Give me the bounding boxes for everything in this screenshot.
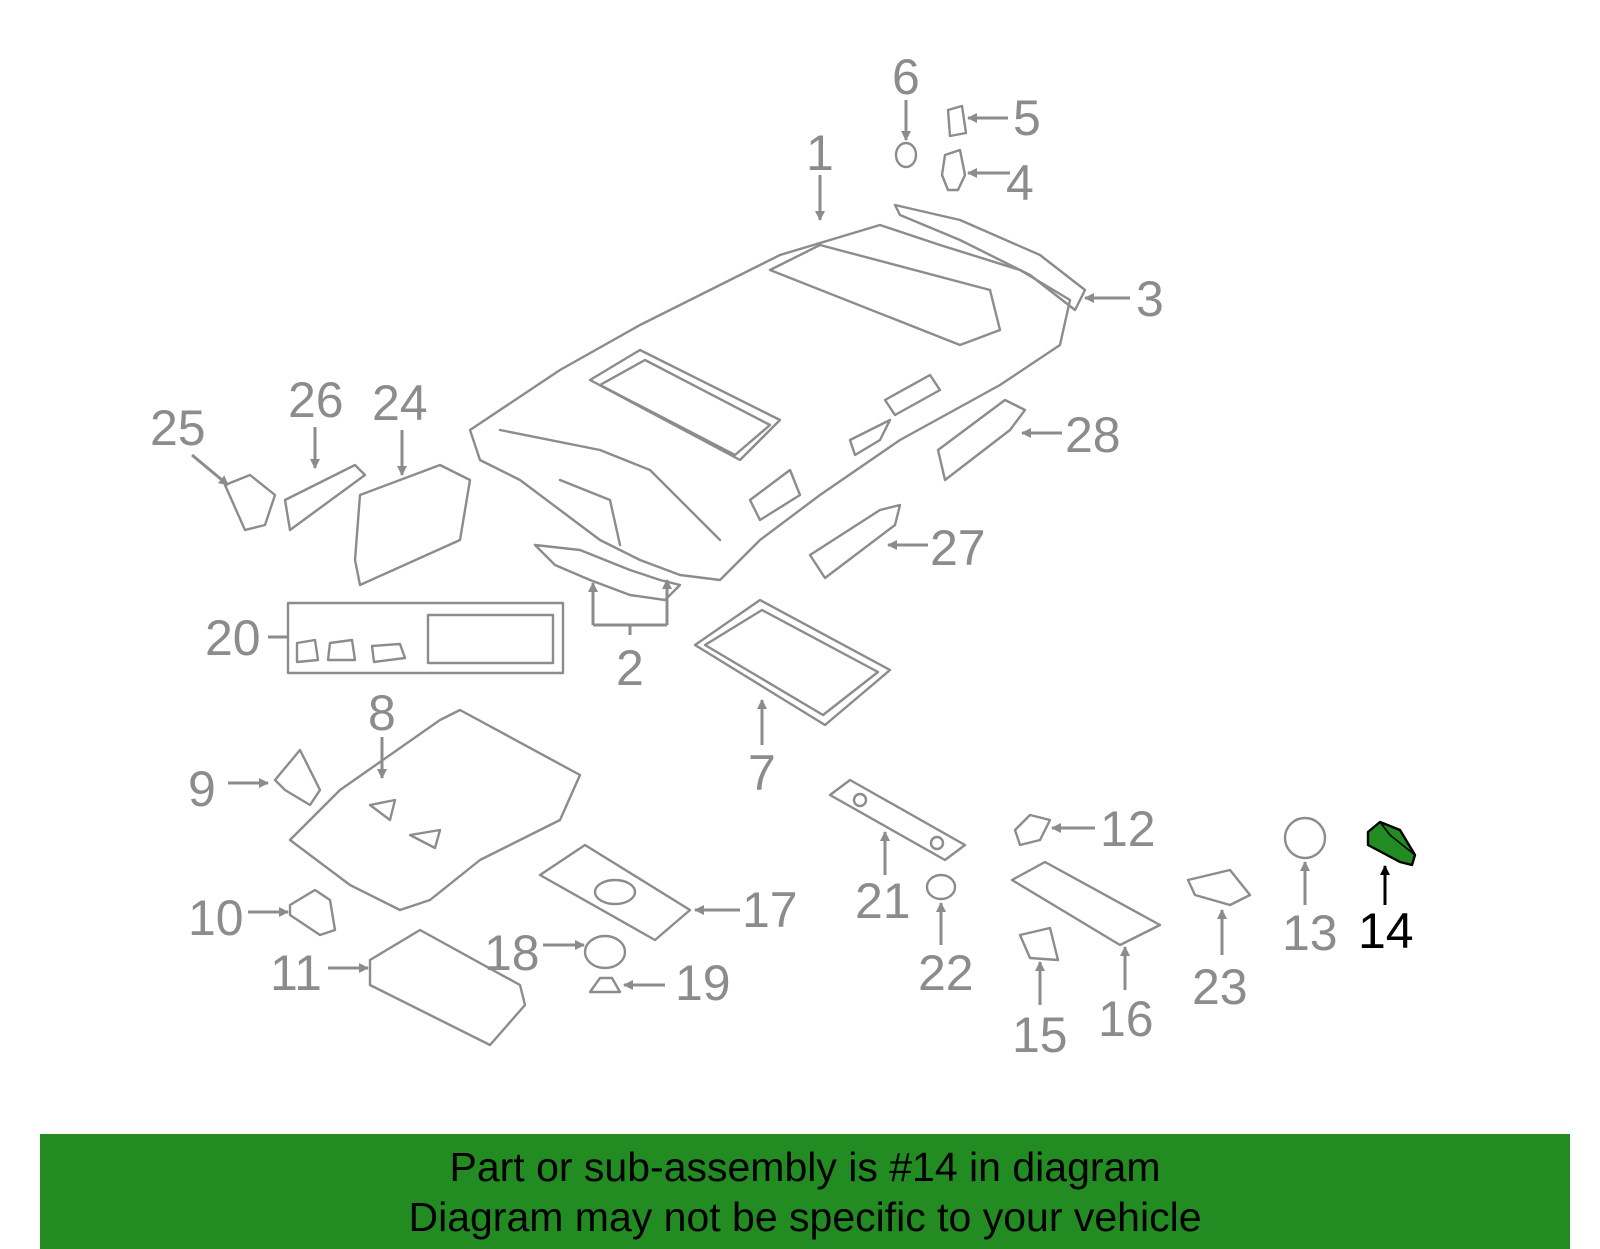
callout-14[interactable]: 14 bbox=[1358, 903, 1414, 959]
callout-20: 20 bbox=[205, 610, 261, 666]
callout-26: 26 bbox=[288, 372, 344, 428]
bulb-part bbox=[273, 748, 322, 807]
banner-part-line: Part or sub-assembly is #14 in diagram bbox=[449, 1143, 1161, 1190]
callout-9: 9 bbox=[188, 761, 216, 817]
callout-3: 3 bbox=[1136, 271, 1164, 327]
info-banner: Part or sub-assembly is #14 in diagram D… bbox=[40, 1134, 1570, 1249]
highlighted-part-14[interactable] bbox=[1366, 820, 1417, 867]
callout-7: 7 bbox=[748, 745, 776, 801]
callout-15: 15 bbox=[1012, 1007, 1068, 1063]
callout-labels: 1 2 3 4 5 6 7 8 9 10 11 12 13 14 15 16 1… bbox=[150, 49, 1414, 1063]
grab-handle-part-28 bbox=[936, 398, 1027, 482]
overhead-console-part bbox=[288, 708, 582, 912]
clip-part-5 bbox=[946, 104, 968, 138]
bracket-part-15 bbox=[1018, 926, 1060, 962]
callout-8: 8 bbox=[368, 685, 396, 741]
callout-18: 18 bbox=[484, 925, 540, 981]
callout-24: 24 bbox=[372, 375, 428, 431]
clip-part-12 bbox=[1013, 813, 1052, 847]
callout-23: 23 bbox=[1192, 959, 1248, 1015]
callout-6: 6 bbox=[892, 49, 920, 105]
insulator-pad-part bbox=[538, 843, 692, 942]
grab-handle-part-27 bbox=[808, 503, 902, 580]
component-kit-part bbox=[286, 601, 565, 675]
bracket-part bbox=[533, 543, 682, 602]
sun-visor-part bbox=[353, 463, 472, 587]
callout-2: 2 bbox=[616, 640, 644, 696]
callout-5: 5 bbox=[1013, 90, 1041, 146]
storage-box-part bbox=[368, 928, 527, 1047]
banner-disclaimer-line: Diagram may not be specific to your vehi… bbox=[408, 1193, 1202, 1240]
callout-21: 21 bbox=[855, 873, 911, 929]
callout-10: 10 bbox=[188, 890, 244, 946]
sound-pad-part bbox=[828, 778, 967, 862]
callout-12: 12 bbox=[1100, 801, 1156, 857]
callout-1: 1 bbox=[806, 125, 834, 181]
callout-28: 28 bbox=[1065, 407, 1121, 463]
lens-part bbox=[288, 888, 337, 937]
callout-27: 27 bbox=[930, 520, 986, 576]
fastener-part-19 bbox=[588, 976, 622, 994]
clip-part-6 bbox=[894, 141, 918, 169]
seal-part-23 bbox=[1186, 868, 1252, 907]
callout-25: 25 bbox=[150, 400, 206, 456]
callout-16: 16 bbox=[1098, 991, 1154, 1047]
leader-lines bbox=[191, 100, 1390, 1005]
headliner-part bbox=[468, 223, 1072, 582]
callout-13: 13 bbox=[1282, 905, 1338, 961]
callout-17: 17 bbox=[742, 882, 798, 938]
vanity-mirror-part bbox=[283, 463, 367, 532]
trim-panel-part bbox=[1010, 860, 1162, 947]
callout-4: 4 bbox=[1006, 155, 1034, 211]
callout-11: 11 bbox=[270, 945, 322, 1001]
rear-rail-part bbox=[893, 203, 1087, 312]
clip-part-4 bbox=[940, 148, 967, 192]
grommet-part-13 bbox=[1283, 816, 1327, 860]
callout-22: 22 bbox=[918, 945, 974, 1001]
callout-19: 19 bbox=[675, 955, 731, 1011]
visor-clip-part bbox=[223, 473, 277, 532]
plug-part-22 bbox=[925, 873, 957, 901]
cap-part-18 bbox=[583, 934, 627, 970]
sunroof-frame-part bbox=[693, 598, 892, 727]
